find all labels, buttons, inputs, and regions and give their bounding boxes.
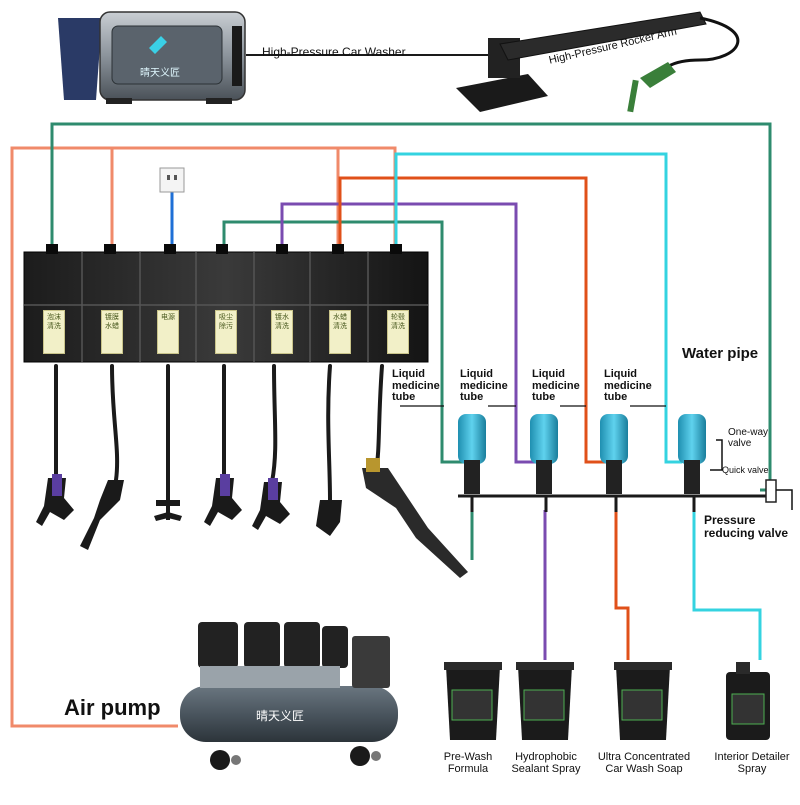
orange-line — [338, 176, 630, 660]
wall-socket — [159, 167, 185, 193]
reel-tag-2: 镀膜水蜡 — [101, 310, 123, 354]
cyan-line — [394, 152, 762, 660]
pressure-reducing-valve-body — [765, 479, 777, 503]
water-pipe-branch — [222, 220, 470, 464]
bucket-1 — [444, 662, 502, 740]
reel-tag-6: 水蜡清洗 — [329, 310, 351, 354]
pump-logo-text: 晴天义匠 — [256, 709, 304, 723]
label-water-pipe: Water pipe — [682, 345, 759, 362]
reel-tag-5: 镀水清洗 — [271, 310, 293, 354]
label-quick-valve: Quick valve — [722, 465, 769, 475]
car-washer-machine: 晴天义匠 — [58, 11, 488, 104]
product-label-1: Pre-Wash Formula — [443, 751, 493, 775]
label-air-pump: Air pump — [64, 695, 161, 720]
spray-guns — [36, 458, 468, 578]
label-pressure-reducing-valve: Pressure reducing valve — [704, 513, 789, 540]
pipe-network — [10, 122, 772, 728]
bottle-4 — [726, 662, 770, 740]
reel-tag-7: 轮毂清洗 — [387, 310, 409, 354]
product-label-4: Interior Detailer Spray — [714, 751, 790, 775]
dosatron-injectors — [400, 405, 793, 512]
reel-dividers — [24, 252, 428, 362]
label-car-washer: High-Pressure Car Washer — [262, 45, 406, 59]
label-liquid-tube-2: Liquid medicine tube — [460, 368, 508, 404]
dosatron-3 — [600, 414, 628, 494]
hose-reel-bank — [23, 244, 468, 578]
dosatron-1 — [458, 414, 486, 494]
machine-logo-text: 晴天义匠 — [140, 66, 180, 79]
reel-top-connectors — [46, 244, 402, 254]
dosatron-2 — [530, 414, 558, 494]
bucket-2 — [516, 662, 574, 740]
pressure-pipe-outlet — [776, 489, 793, 510]
rocker-arm — [456, 11, 740, 113]
dosatron-4 — [678, 414, 706, 494]
label-one-way-valve: One-way valve — [728, 427, 769, 449]
purple-line — [280, 202, 547, 660]
product-label-3: Ultra Concentrated Car Wash Soap — [597, 751, 691, 775]
hoses-and-guns — [54, 364, 384, 502]
reel-tag-1: 泡沫清洗 — [43, 310, 65, 354]
label-liquid-tube-1: Liquid medicine tube — [392, 368, 440, 404]
label-liquid-tube-4: Liquid medicine tube — [604, 368, 652, 404]
bucket-3 — [614, 662, 672, 740]
chemical-buckets — [444, 662, 770, 740]
label-liquid-tube-3: Liquid medicine tube — [532, 368, 580, 404]
one-way-valve-pointer — [710, 439, 723, 471]
reel-tag-3: 电源 — [157, 310, 179, 354]
air-compressor: 晴天义匠 — [180, 622, 398, 770]
product-label-2: Hydrophobic Sealant Spray — [511, 751, 581, 775]
reel-tag-4: 吸尘除污 — [215, 310, 237, 354]
